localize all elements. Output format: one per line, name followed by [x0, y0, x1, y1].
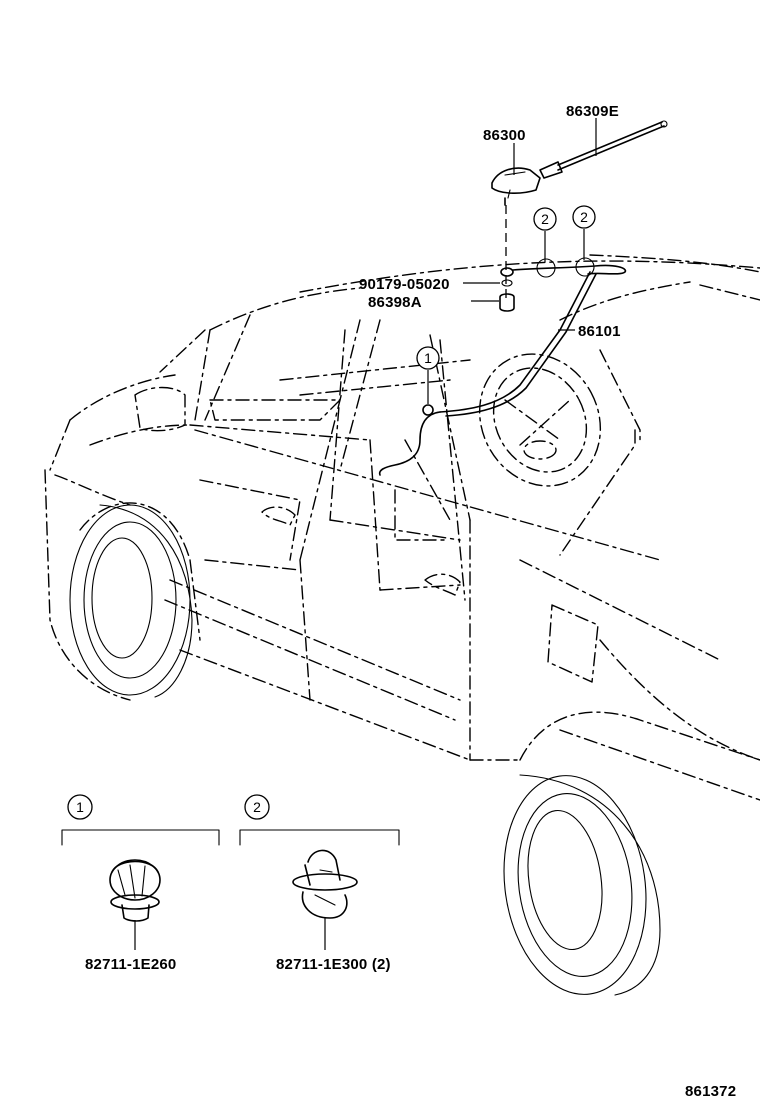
svg-text:2: 2	[541, 211, 549, 227]
antenna-base	[491, 167, 541, 206]
callout-clip-2-b: 2	[572, 205, 596, 229]
clip-2-b-marker	[575, 257, 595, 277]
clip-1-drawing	[109, 859, 161, 950]
rear-wheel	[503, 774, 661, 996]
legend-callout-1: 1	[67, 794, 93, 820]
detail-group-1: 1 82711-1E260	[61, 794, 220, 973]
svg-text:1: 1	[424, 350, 432, 366]
callout-clip-2-a: 2	[533, 207, 557, 231]
front-wheel	[69, 504, 193, 698]
legend-part-2: 82711-1E300 (2)	[276, 956, 391, 973]
legend-part-1: 82711-1E260	[85, 956, 176, 973]
leader-lines	[427, 118, 597, 404]
detail-bracket-2	[239, 829, 400, 846]
svg-text:1: 1	[76, 799, 84, 815]
figure-id: 861372	[685, 1083, 736, 1100]
steering-wheel	[478, 353, 602, 487]
detail-group-2: 2 82711-1E300 (2)	[239, 794, 400, 973]
antenna-rod	[539, 120, 668, 179]
callout-clip-1: 1	[416, 346, 440, 370]
clip-2-a-marker	[536, 258, 556, 278]
legend-callout-2: 2	[244, 794, 270, 820]
svg-text:2: 2	[253, 799, 261, 815]
label-antenna-base: 86300	[483, 127, 526, 144]
clip-2-drawing	[292, 849, 358, 950]
antenna-cable	[378, 264, 627, 476]
label-antenna-rod: 86309E	[566, 103, 619, 120]
screw-nut	[500, 267, 514, 287]
label-pad: 86398A	[368, 294, 422, 311]
svg-text:2: 2	[580, 209, 588, 225]
side-mirror	[134, 386, 186, 432]
pad-part	[499, 293, 515, 312]
label-screw: 90179-05020	[359, 276, 450, 293]
detail-bracket-1	[61, 829, 220, 846]
label-cable: 86101	[578, 323, 621, 340]
vehicle-outline	[44, 254, 760, 801]
